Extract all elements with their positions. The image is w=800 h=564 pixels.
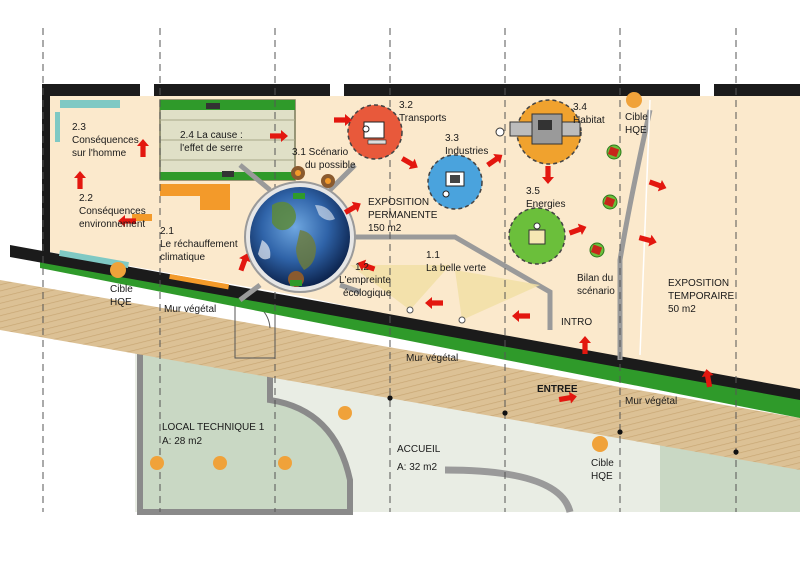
- label-2-4: 2.4 La cause : l'effet de serre: [180, 130, 246, 154]
- top-wall: [42, 84, 800, 96]
- exhibit-pod-icon[interactable]: [288, 166, 335, 287]
- label-exposition-temporaire: EXPOSITION TEMPORAIRE 50 m2: [668, 278, 737, 315]
- label-3-2: 3.2 Transports: [399, 100, 446, 124]
- projection-beam-1: [350, 265, 450, 310]
- label-1-2: 1.2 L'empreinte écologique: [339, 262, 394, 299]
- label-mur-vegetal-3: Mur végétal: [625, 396, 677, 407]
- local-technique-room: [137, 331, 353, 515]
- label-bilan-du-scenario: Bilan du scénario: [577, 273, 616, 297]
- transports-station[interactable]: [347, 104, 403, 160]
- label-mur-vegetal-1: Mur végétal: [164, 304, 216, 315]
- label-2-1: 2.1 Le réchauffement climatique: [160, 226, 240, 263]
- earth-globe-icon: [250, 187, 350, 287]
- label-3-5: 3.5 Energies: [526, 186, 565, 210]
- label-3-4: 3.4 Habitat: [573, 102, 605, 126]
- label-cible-hqe-left: Cible HQE: [110, 284, 136, 308]
- hqe-target-icon: [110, 92, 642, 470]
- label-3-1: 3.1 Scénario du possible: [292, 147, 356, 171]
- label-cible-hqe-top: Cible HQE: [625, 112, 651, 136]
- energies-station[interactable]: [508, 207, 566, 265]
- habitat-station[interactable]: [495, 99, 582, 165]
- projection-beam-2: [455, 270, 540, 320]
- label-cible-hqe-bottom: Cible HQE: [591, 458, 617, 482]
- label-mur-vegetal-2: Mur végétal: [406, 353, 458, 364]
- industries-station[interactable]: [427, 154, 483, 210]
- label-accueil: ACCUEIL A: 32 m2: [397, 444, 443, 473]
- label-1-1: 1.1 La belle verte: [426, 250, 486, 274]
- label-2-3: 2.3 Conséquences sur l'homme: [72, 122, 142, 159]
- label-entree: ENTREE: [537, 384, 578, 395]
- label-2-2: 2.2 Conséquences environnement: [79, 193, 149, 230]
- label-3-3: 3.3 Industries: [445, 133, 488, 157]
- label-intro: INTRO: [561, 317, 592, 328]
- label-local-technique: LOCAL TECHNIQUE 1 A: 28 m2: [162, 422, 267, 447]
- label-exposition-permanente: EXPOSITION PERMANENTE 150 m2: [368, 197, 440, 234]
- wood-corridor: [0, 280, 800, 470]
- accueil-wall: [444, 466, 574, 514]
- left-wall: [42, 84, 50, 254]
